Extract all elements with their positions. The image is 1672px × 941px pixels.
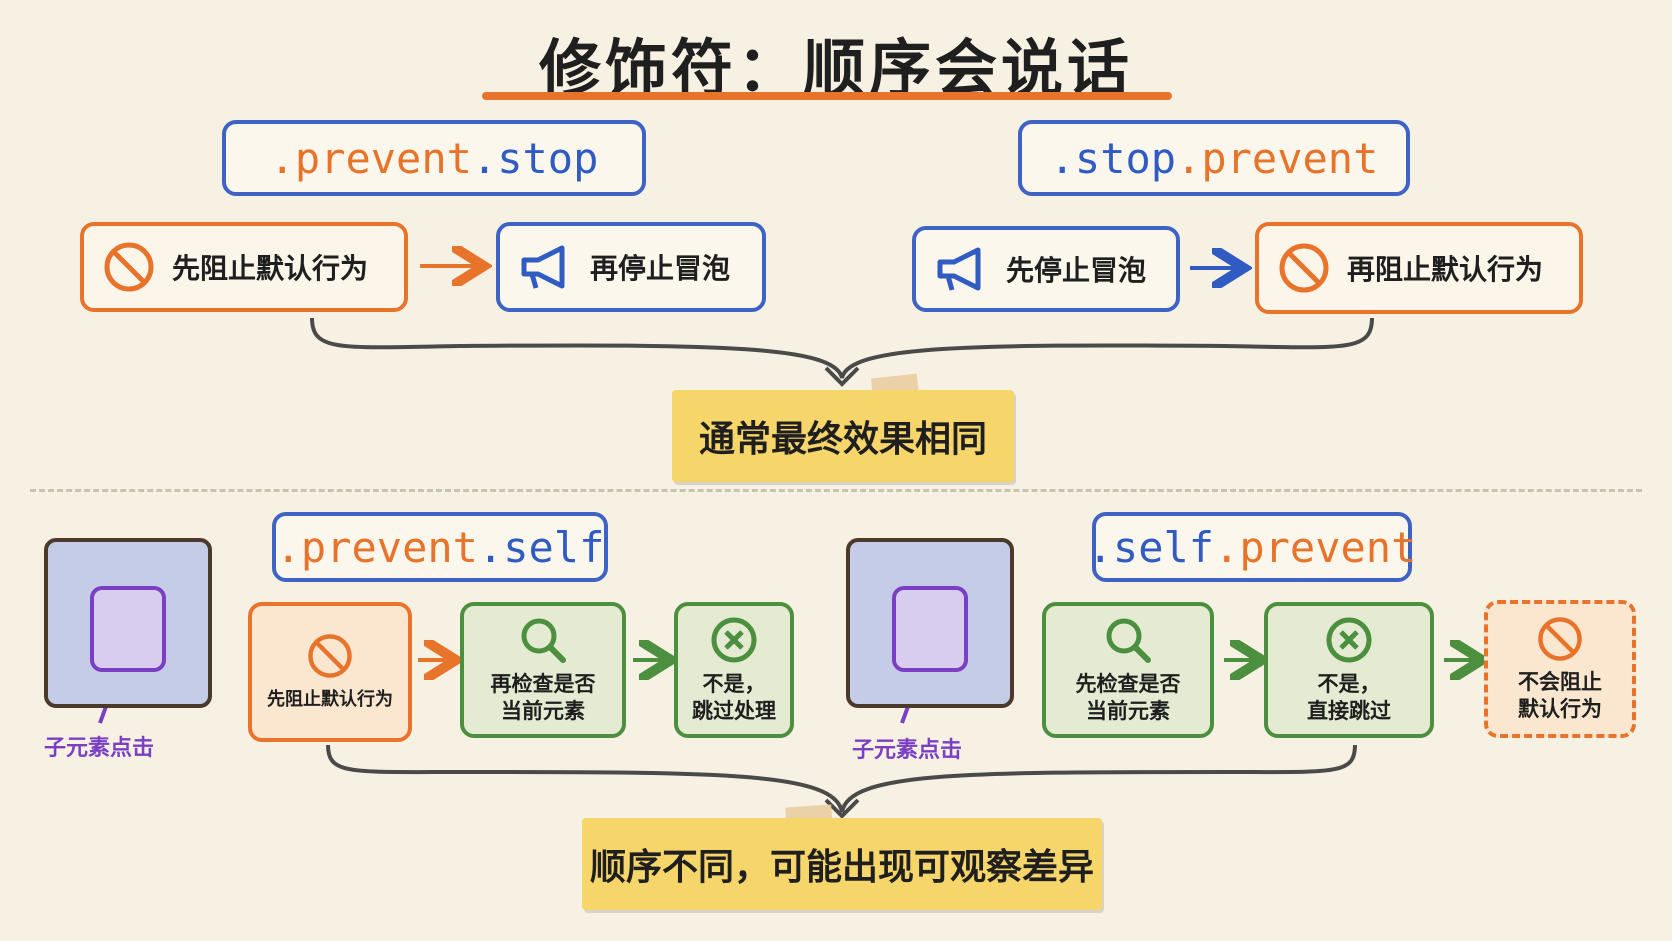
magnifier-icon bbox=[1106, 618, 1151, 663]
step-skip-directly: 不是， 直接跳过 bbox=[1264, 602, 1434, 738]
title-underline bbox=[482, 92, 1172, 100]
x-circle-icon bbox=[711, 617, 757, 663]
step-label-line1: 先检查是否 bbox=[1075, 671, 1181, 696]
step-not-prevent: 不会阻止 默认行为 bbox=[1484, 600, 1636, 738]
step-label-line1: 不会阻止 bbox=[1518, 669, 1602, 694]
brace-arrow-icon bbox=[310, 317, 1374, 379]
step-prevent-second: 再阻止默认行为 bbox=[1255, 222, 1583, 314]
step-label: 再阻止默认行为 bbox=[1347, 253, 1544, 286]
click-label: 子元素点击 bbox=[44, 736, 155, 761]
code-part-self: .self bbox=[1087, 522, 1215, 572]
step-label-line1: 再检查是否 bbox=[490, 671, 596, 696]
no-entry-icon bbox=[308, 634, 352, 679]
child-element-box bbox=[90, 586, 166, 672]
step-label: 先停止冒泡 bbox=[1006, 254, 1147, 287]
section-divider bbox=[30, 489, 1642, 492]
step-label: 先阻止默认行为 bbox=[172, 252, 369, 285]
parent-element-box bbox=[44, 538, 212, 708]
child-element-box bbox=[892, 586, 968, 672]
code-part-prevent: .prevent bbox=[1214, 522, 1417, 572]
step-label-line2: 直接跳过 bbox=[1307, 699, 1391, 723]
step-stop-second: 再停止冒泡 bbox=[496, 222, 766, 312]
code-part-stop: .stop bbox=[471, 133, 599, 183]
code-part-prevent: .prevent bbox=[275, 522, 478, 572]
code-stop-prevent: .stop.prevent bbox=[1018, 120, 1410, 196]
step-label-line2: 当前元素 bbox=[1086, 699, 1170, 723]
step-label-line2: 跳过处理 bbox=[692, 699, 776, 723]
step-label: 再停止冒泡 bbox=[590, 252, 731, 285]
step-prevent-first: 先阻止默认行为 bbox=[248, 602, 412, 742]
code-part-stop: .stop bbox=[1049, 133, 1177, 183]
brace-arrow-icon bbox=[326, 744, 1357, 813]
no-entry-icon bbox=[1538, 616, 1582, 661]
conclusion-same-effect: 通常最终效果相同 bbox=[672, 390, 1014, 482]
step-label: 先阻止默认行为 bbox=[267, 689, 393, 711]
code-self-prevent: .self.prevent bbox=[1088, 512, 1416, 582]
code-part-prevent: .prevent bbox=[269, 133, 472, 183]
no-entry-icon bbox=[104, 242, 154, 292]
click-label: 子元素点击 bbox=[852, 738, 963, 763]
megaphone-icon bbox=[521, 245, 565, 289]
conclusion-order-differs: 顺序不同，可能出现可观察差异 bbox=[582, 818, 1102, 910]
megaphone-icon bbox=[937, 247, 981, 291]
code-part-prevent: .prevent bbox=[1176, 133, 1379, 183]
parent-element-box bbox=[846, 538, 1014, 708]
step-skip-handling: 不是， 跳过处理 bbox=[674, 602, 794, 738]
code-part-self: .self bbox=[477, 522, 605, 572]
code-prevent-stop: .prevent.stop bbox=[222, 120, 646, 196]
magnifier-icon bbox=[521, 618, 566, 663]
code-prevent-self: .prevent.self bbox=[272, 512, 608, 582]
step-stop-first: 先停止冒泡 bbox=[912, 226, 1180, 312]
step-label-line1: 不是， bbox=[702, 671, 766, 696]
step-check-self: 先检查是否 当前元素 bbox=[1042, 602, 1214, 738]
step-label-line2: 当前元素 bbox=[501, 699, 585, 723]
step-label-line1: 不是， bbox=[1317, 671, 1381, 696]
step-label-line2: 默认行为 bbox=[1518, 697, 1602, 721]
step-prevent-first: 先阻止默认行为 bbox=[80, 222, 408, 312]
no-entry-icon bbox=[1279, 243, 1329, 293]
x-circle-icon bbox=[1326, 617, 1372, 663]
step-check-self: 再检查是否 当前元素 bbox=[460, 602, 626, 738]
